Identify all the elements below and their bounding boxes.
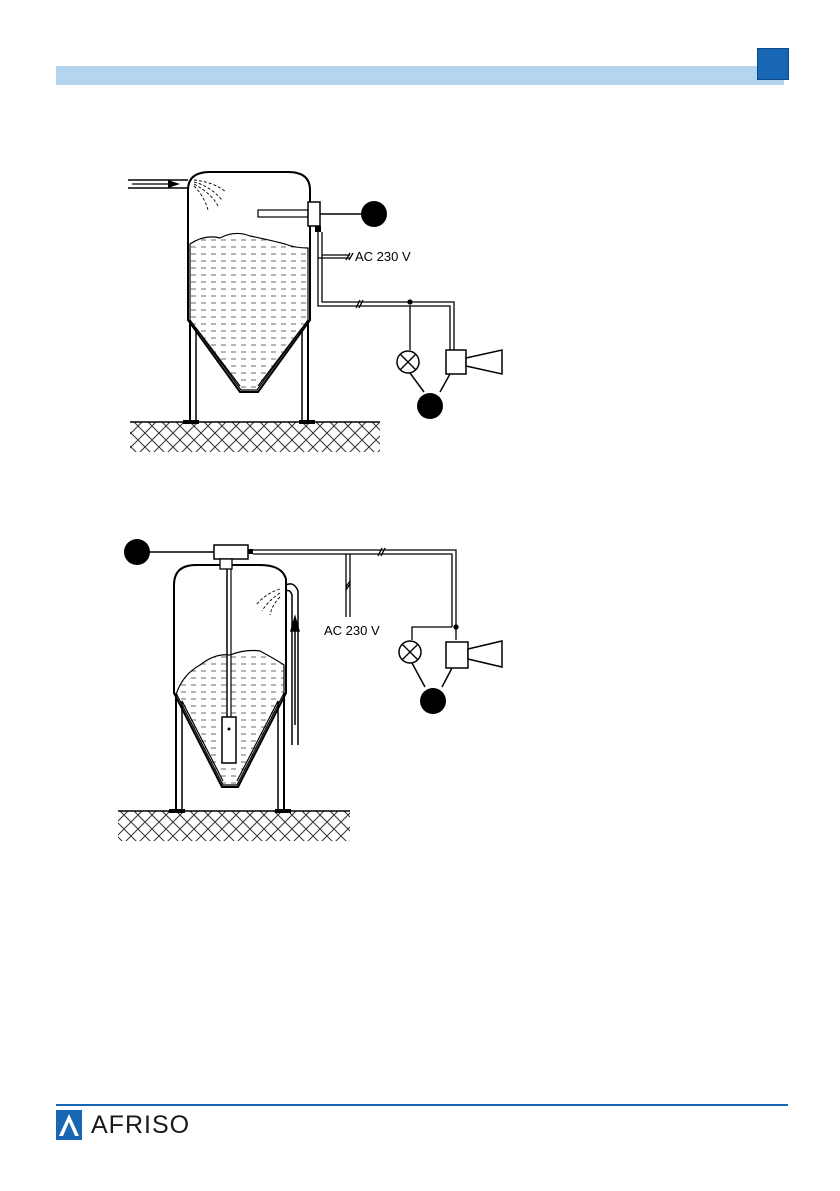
footer-rule <box>56 1104 788 1106</box>
signal-lamp <box>397 351 419 373</box>
section-marker <box>757 48 789 80</box>
callout-1 <box>124 539 150 565</box>
supply-voltage-label: AC 230 V <box>355 249 411 264</box>
signal-lamp <box>399 641 421 663</box>
callout-1 <box>361 201 387 227</box>
brand-name: AFRISO <box>91 1111 190 1140</box>
ground-hatching <box>118 811 350 841</box>
horn <box>446 641 502 668</box>
silo-diagram-side-mounted: AC 230 V <box>110 160 510 460</box>
silo-diagram-top-mounted: AC 230 V <box>110 535 510 845</box>
callout-2 <box>417 393 443 419</box>
silo <box>169 565 291 813</box>
brand-logo: AFRISO <box>56 1110 190 1140</box>
afriso-logo-icon <box>56 1110 82 1140</box>
horn <box>446 350 502 374</box>
header-band <box>56 66 784 85</box>
callout-2 <box>420 688 446 714</box>
ground-hatching <box>130 422 380 452</box>
supply-voltage-label: AC 230 V <box>324 623 380 638</box>
